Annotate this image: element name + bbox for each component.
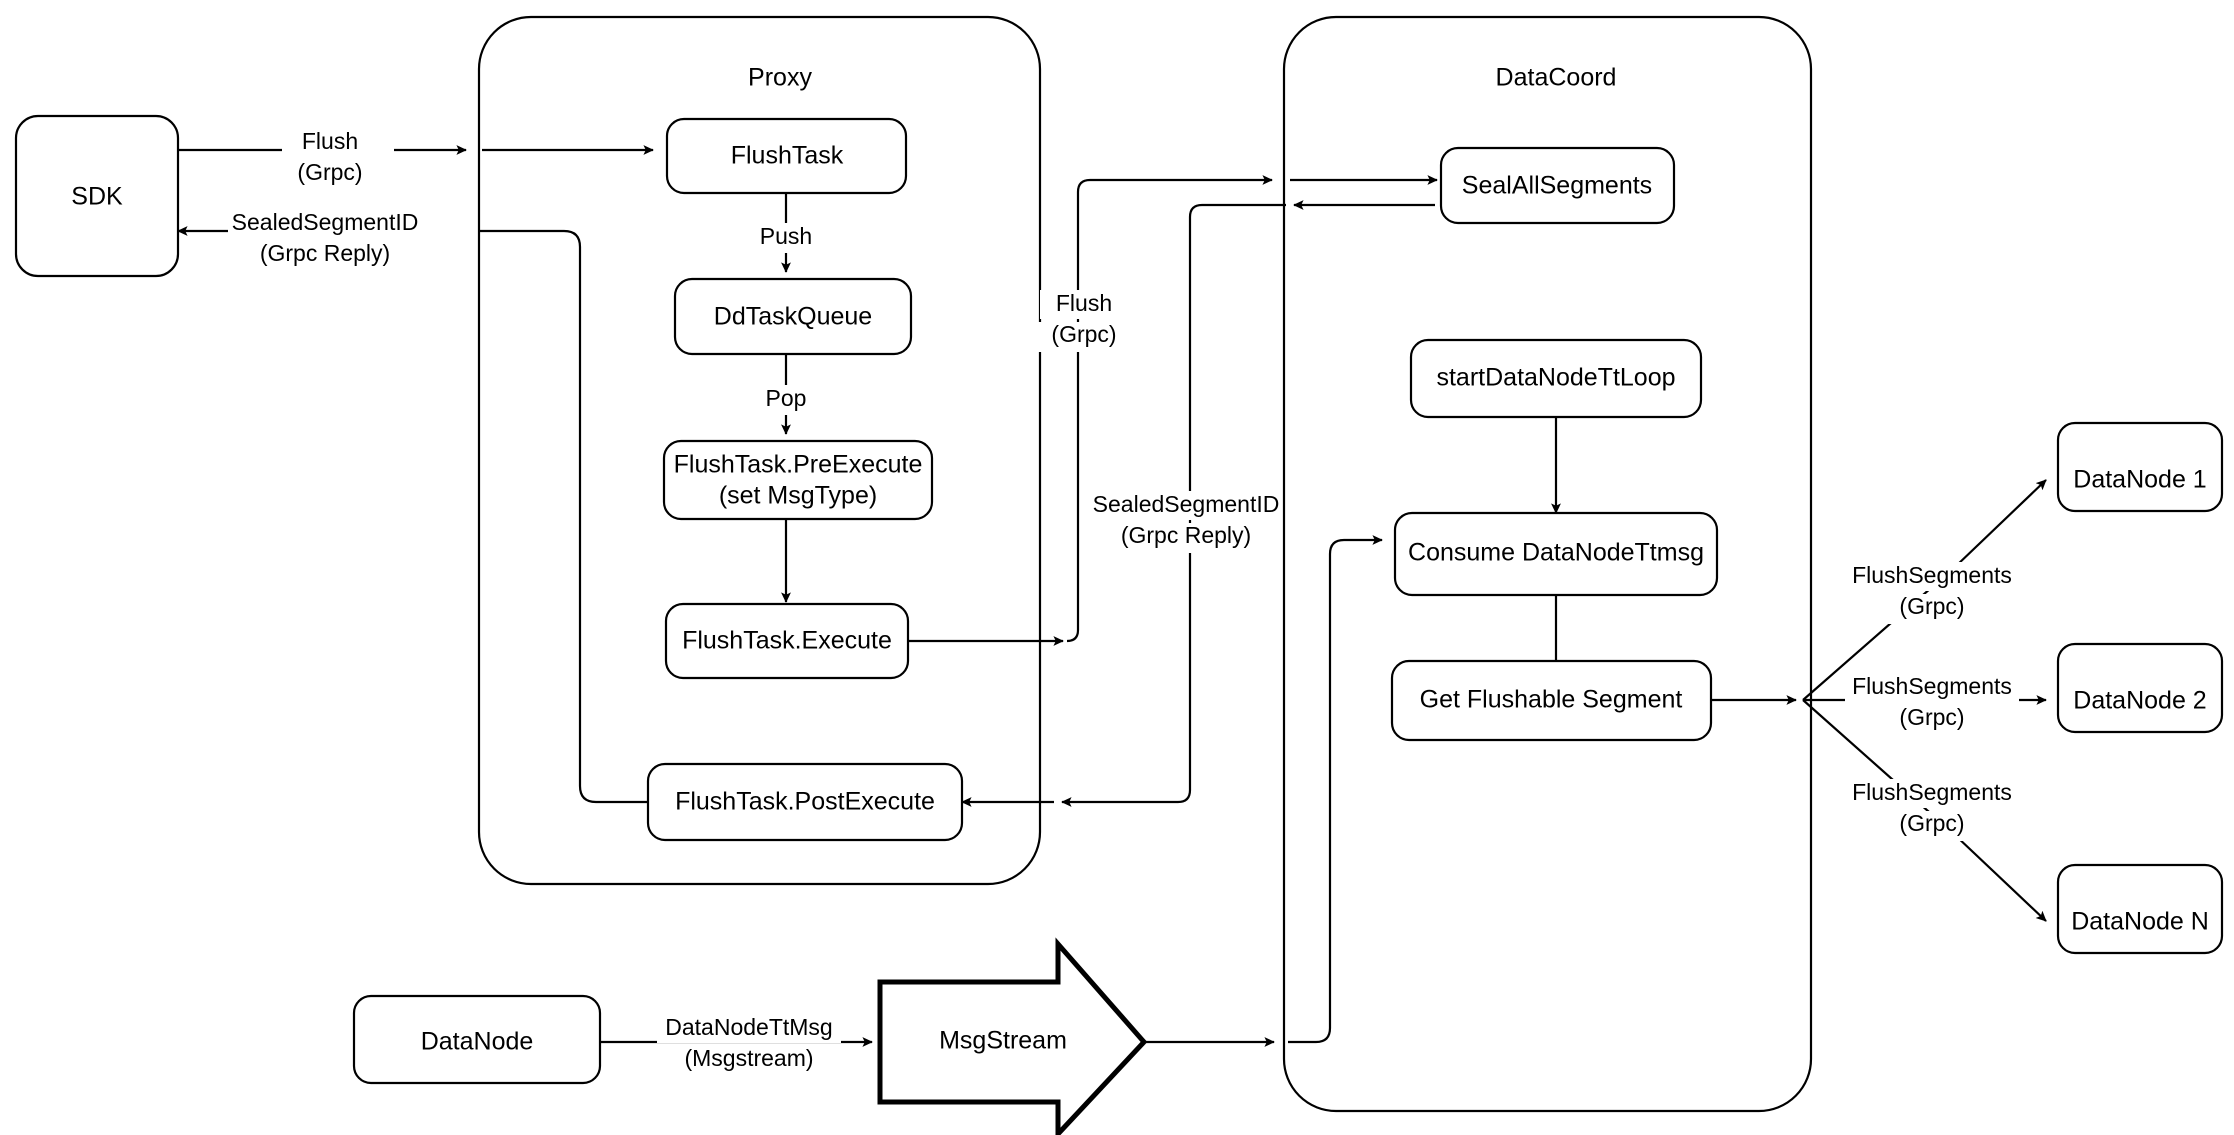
label-datacoord-flush-line1: Flush bbox=[1056, 290, 1112, 316]
label-flushsegments2-line2: (Grpc) bbox=[1899, 704, 1964, 730]
flushtask-box[interactable] bbox=[665, 117, 908, 195]
datanode-bottom-box[interactable] bbox=[352, 994, 602, 1085]
edge-postexecute-to-sdk-return bbox=[478, 229, 648, 804]
label-sdk-to-proxy: Flush (Grpc) bbox=[278, 128, 398, 190]
label-pop: Pop bbox=[766, 385, 807, 411]
startdatanodettloop-box[interactable] bbox=[1409, 338, 1703, 419]
msgstream-arrow-shape[interactable] bbox=[877, 937, 1148, 1135]
label-flushsegmentsn-line1: FlushSegments bbox=[1852, 779, 2012, 805]
label-datacoord-reply-line1: SealedSegmentID bbox=[1093, 491, 1280, 517]
datanode1-label: DataNode 1 bbox=[2073, 466, 2206, 494]
startdatanodettloop-label: startDataNodeTtLoop bbox=[1436, 364, 1675, 392]
label-push: Push bbox=[746, 223, 826, 253]
label-flushsegments2-line1: FlushSegments bbox=[1852, 673, 2012, 699]
label-flushsegments1-line2: (Grpc) bbox=[1899, 593, 1964, 619]
preexecute-label-line1: FlushTask.PreExecute bbox=[674, 451, 923, 479]
label-push: Push bbox=[760, 223, 812, 249]
label-flushsegments1-line1: FlushSegments bbox=[1852, 562, 2012, 588]
node-msgstream[interactable]: MsgStream bbox=[877, 937, 1148, 1135]
datacoord-title: DataCoord bbox=[1496, 64, 1617, 92]
edge-datacoord-edge-to-consume bbox=[1288, 535, 1383, 1044]
label-flushsegments-n: FlushSegments (Grpc) bbox=[1845, 779, 2019, 841]
label-datanode-to-msgstream: DataNodeTtMsg (Msgstream) bbox=[657, 1014, 841, 1075]
ddtaskqueue-box[interactable] bbox=[673, 277, 913, 356]
node-startdatanodettloop[interactable]: startDataNodeTtLoop bbox=[1409, 338, 1703, 419]
label-datacoord-reply-line2: (Grpc Reply) bbox=[1121, 522, 1251, 548]
node-flushtask[interactable]: FlushTask bbox=[665, 117, 908, 195]
label-flush-grpc-line2: (Grpc) bbox=[297, 159, 362, 185]
label-proxy-to-sdk: SealedSegmentID (Grpc Reply) bbox=[228, 209, 472, 271]
msgstream-label: MsgStream bbox=[939, 1027, 1067, 1055]
label-sealedsegmentid-reply-line2: (Grpc Reply) bbox=[260, 240, 390, 266]
node-sealallsegments[interactable]: SealAllSegments bbox=[1439, 146, 1676, 225]
label-datanodettmsg-line2: (Msgstream) bbox=[684, 1045, 813, 1071]
node-datanoden[interactable]: DataNode N bbox=[2056, 863, 2224, 955]
node-ddtaskqueue[interactable]: DdTaskQueue bbox=[673, 277, 913, 356]
label-flushsegments-1: FlushSegments (Grpc) bbox=[1845, 562, 2019, 624]
label-sealedsegmentid-reply-line1: SealedSegmentID bbox=[232, 209, 419, 235]
node-datanode2[interactable]: DataNode 2 bbox=[2056, 642, 2224, 734]
label-pop: Pop bbox=[752, 385, 820, 415]
postexecute-label: FlushTask.PostExecute bbox=[675, 788, 935, 816]
proxy-title: Proxy bbox=[748, 64, 812, 92]
node-execute[interactable]: FlushTask.Execute bbox=[664, 602, 910, 680]
label-flushsegmentsn-line2: (Grpc) bbox=[1899, 810, 1964, 836]
node-preexecute[interactable]: FlushTask.PreExecute (set MsgType) bbox=[662, 439, 934, 521]
ddtaskqueue-label: DdTaskQueue bbox=[714, 303, 872, 331]
label-datacoord-flush-line2: (Grpc) bbox=[1051, 321, 1116, 347]
node-sdk[interactable]: SDK bbox=[14, 114, 180, 278]
sdk-box[interactable] bbox=[14, 114, 180, 278]
flushtask-label: FlushTask bbox=[731, 142, 844, 170]
node-getflushablesegment[interactable]: Get Flushable Segment bbox=[1390, 659, 1713, 742]
sealallsegments-label: SealAllSegments bbox=[1462, 172, 1652, 200]
label-datacoord-to-proxy-reply: SealedSegmentID (Grpc Reply) bbox=[1092, 491, 1280, 553]
datanode2-label: DataNode 2 bbox=[2073, 687, 2206, 715]
preexecute-box[interactable] bbox=[662, 439, 934, 521]
sealallsegments-box[interactable] bbox=[1439, 146, 1676, 225]
consumedatanodettmsg-label: Consume DataNodeTtmsg bbox=[1408, 539, 1704, 567]
node-consumedatanodettmsg[interactable]: Consume DataNodeTtmsg bbox=[1393, 511, 1719, 597]
getflushablesegment-label: Get Flushable Segment bbox=[1420, 686, 1683, 714]
getflushablesegment-box[interactable] bbox=[1390, 659, 1713, 742]
label-flush-grpc-line1: Flush bbox=[302, 128, 358, 154]
consumedatanodettmsg-box[interactable] bbox=[1393, 511, 1719, 597]
preexecute-label-line2: (set MsgType) bbox=[719, 482, 877, 510]
execute-label: FlushTask.Execute bbox=[682, 627, 892, 655]
datanoden-label: DataNode N bbox=[2071, 908, 2209, 936]
datanode2-box[interactable] bbox=[2056, 642, 2224, 734]
execute-box[interactable] bbox=[664, 602, 910, 680]
label-datanodettmsg-line1: DataNodeTtMsg bbox=[665, 1014, 832, 1040]
datanoden-box[interactable] bbox=[2056, 863, 2224, 955]
node-datanode1[interactable]: DataNode 1 bbox=[2056, 421, 2224, 513]
label-flushsegments-2: FlushSegments (Grpc) bbox=[1845, 673, 2019, 735]
node-postexecute[interactable]: FlushTask.PostExecute bbox=[646, 762, 964, 842]
datanode-bottom-label: DataNode bbox=[421, 1028, 534, 1056]
label-proxy-to-datacoord-flush: Flush (Grpc) bbox=[1036, 290, 1136, 352]
postexecute-box[interactable] bbox=[646, 762, 964, 842]
edge-proxy-to-datacoord-flush bbox=[1066, 175, 1273, 643]
sdk-label: SDK bbox=[71, 183, 123, 211]
node-datanode-bottom[interactable]: DataNode bbox=[352, 994, 602, 1085]
datanode1-box[interactable] bbox=[2056, 421, 2224, 513]
